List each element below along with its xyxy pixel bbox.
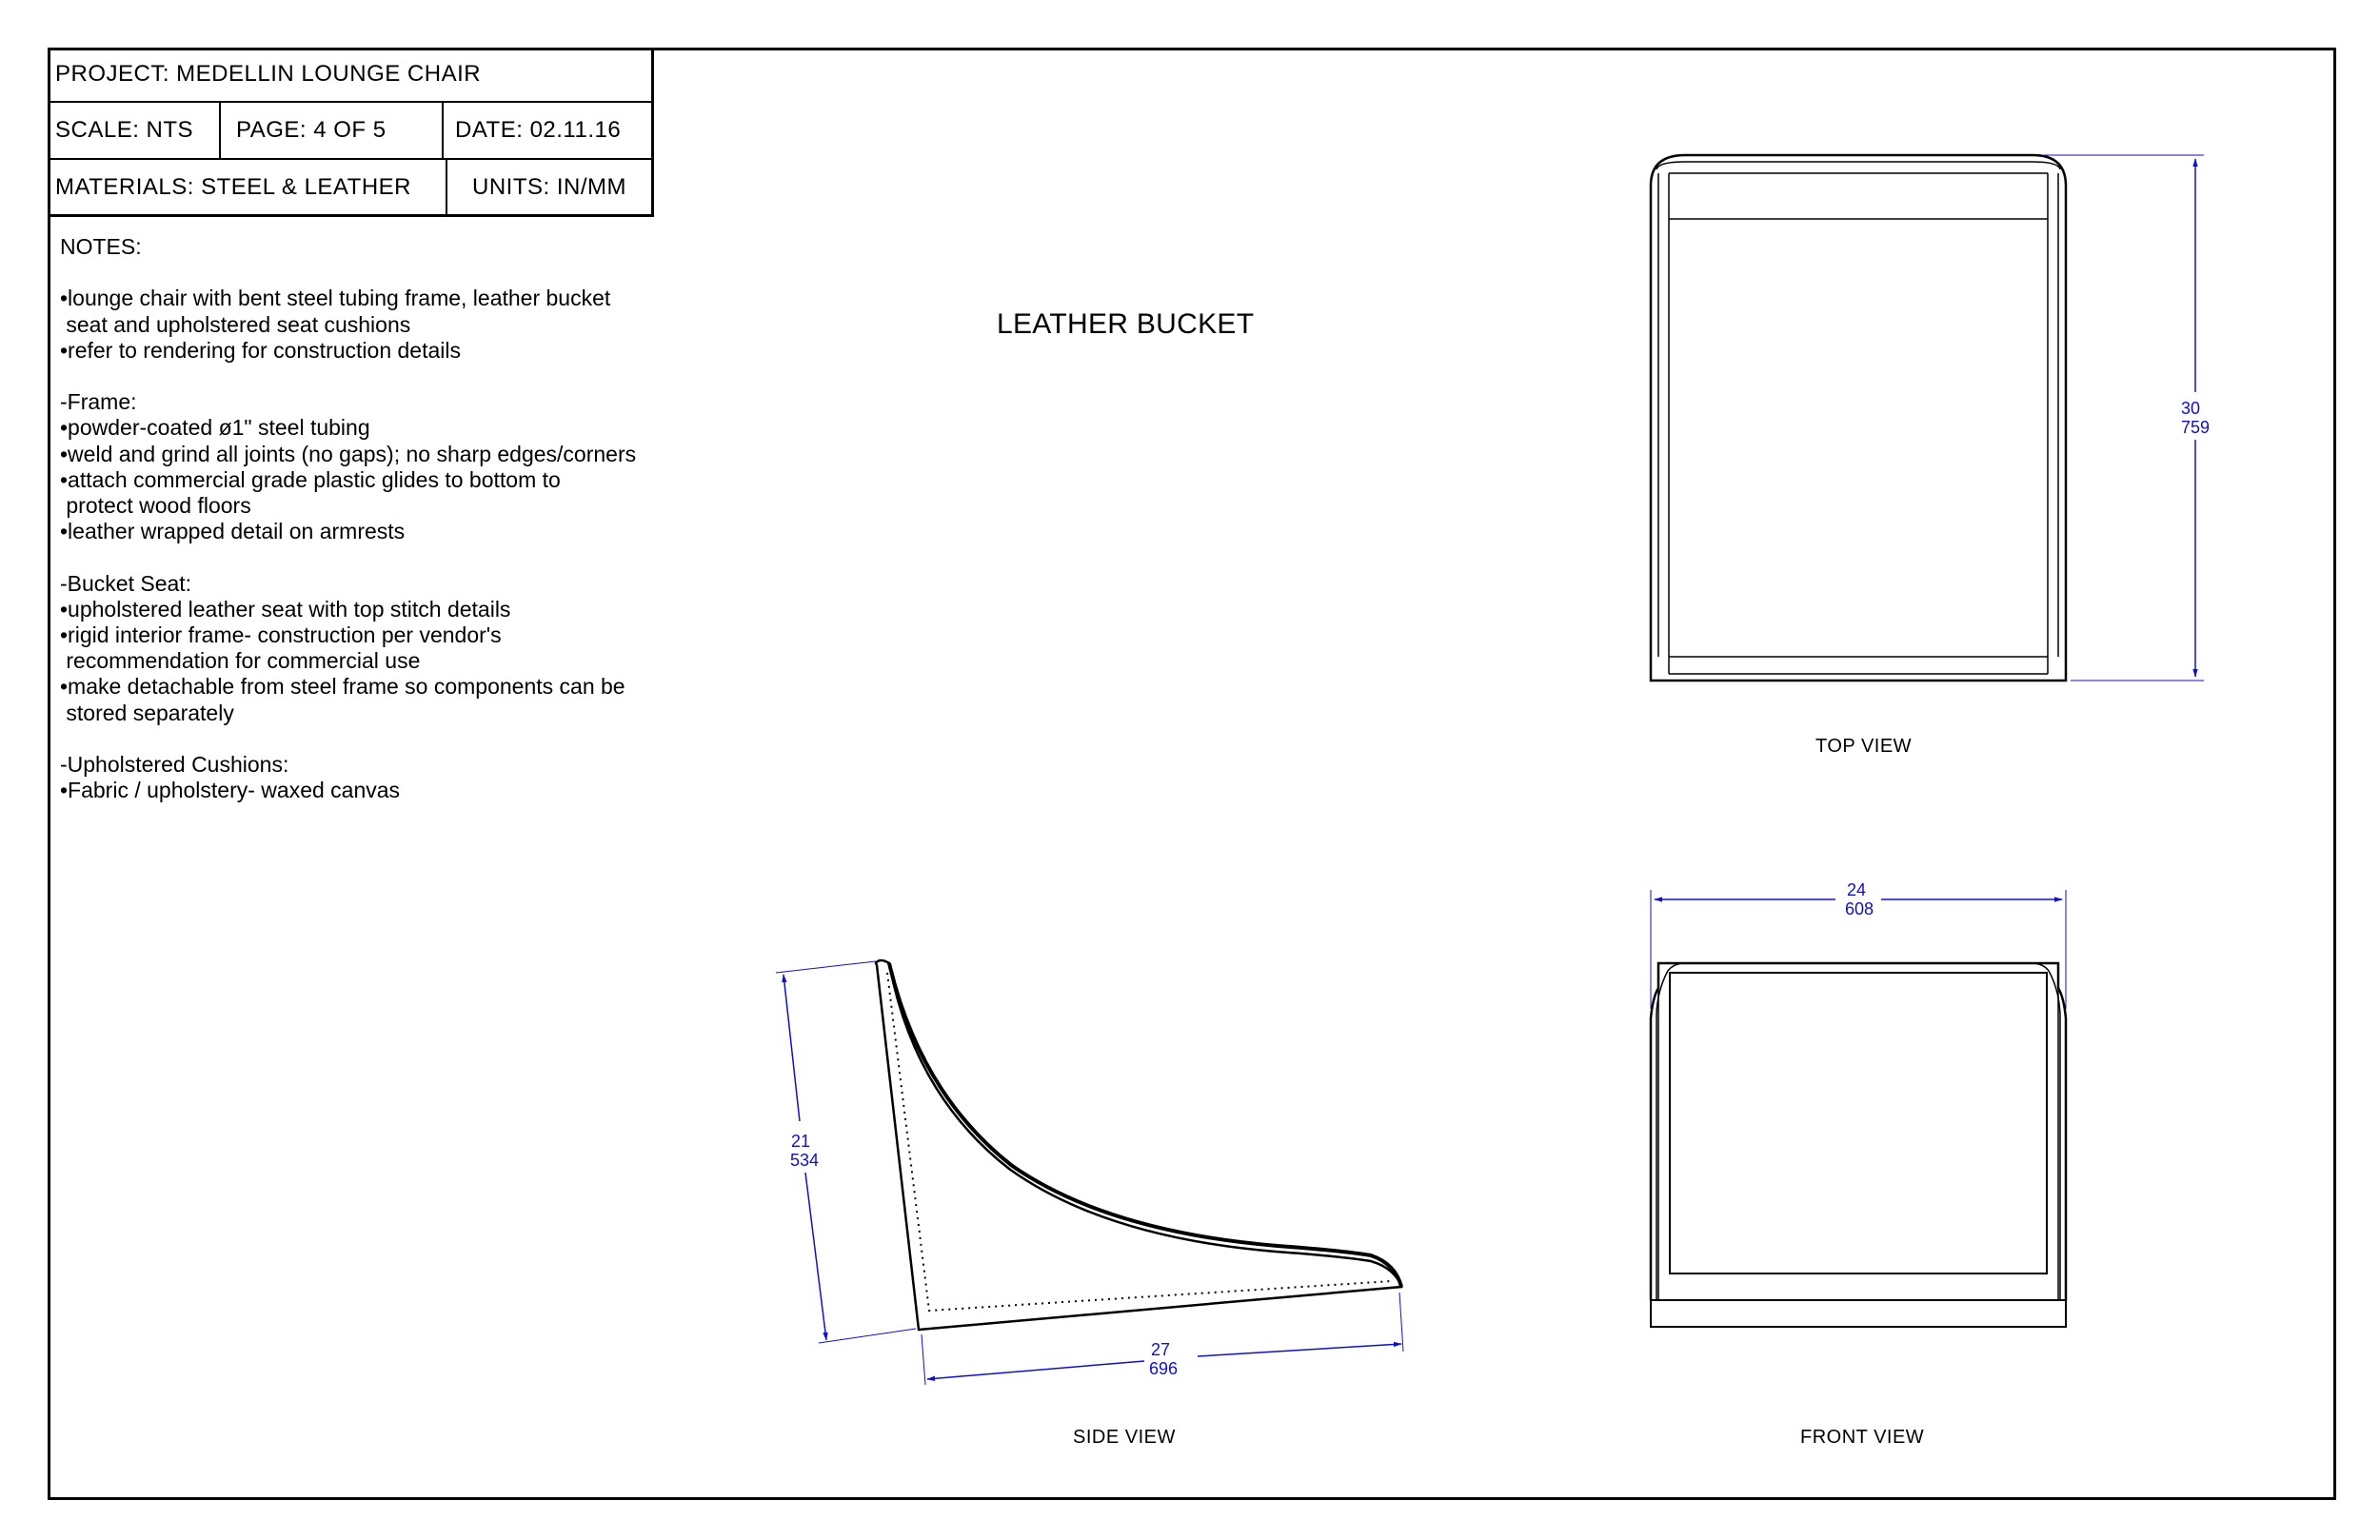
title-block-row-scale: SCALE: NTS PAGE: 4 OF 5 DATE: 02.11.16: [48, 103, 651, 160]
notes-section: NOTES: •lounge chair with bent steel tub…: [60, 234, 726, 803]
note-line: •attach commercial grade plastic glides …: [60, 466, 561, 492]
note-subheading-bucket: -Bucket Seat:: [60, 570, 192, 596]
page-field: PAGE: 4 OF 5: [236, 117, 387, 143]
top-depth-in: 30: [2181, 399, 2200, 418]
note-line: •leather wrapped detail on armrests: [60, 519, 406, 544]
top-view-label: TOP VIEW: [1815, 736, 1913, 757]
scale-field: SCALE: NTS: [55, 117, 194, 143]
dimension-line: [782, 974, 801, 1122]
side-length-in: 27: [1151, 1340, 1170, 1359]
side-view-seat-curve: [887, 962, 1403, 1288]
extension-line: [818, 1328, 917, 1344]
note-line: •powder-coated ø1" steel tubing: [60, 415, 370, 441]
front-view-drawing: [1649, 961, 2068, 1328]
top-view-rim: [1656, 161, 2061, 170]
date-field: DATE: 02.11.16: [455, 117, 622, 143]
title-block-row-project: PROJECT: MEDELLIN LOUNGE CHAIR: [48, 48, 651, 103]
title-block: PROJECT: MEDELLIN LOUNGE CHAIR SCALE: NT…: [48, 48, 654, 217]
title-block-row-materials: MATERIALS: STEEL & LEATHER UNITS: IN/MM: [48, 160, 651, 214]
front-view-label: FRONT VIEW: [1800, 1427, 1925, 1448]
side-length-mm: 696: [1149, 1359, 1178, 1378]
side-view-dimension: 21 534 27 696: [775, 960, 1404, 1386]
side-view-stitch-line: [886, 972, 1393, 1313]
units-field: UNITS: IN/MM: [472, 173, 626, 200]
dimension-line: [926, 1360, 1145, 1382]
notes-heading: NOTES:: [60, 234, 142, 259]
title-block-divider: [219, 103, 221, 158]
note-line: seat and upholstered seat cushions: [60, 311, 411, 337]
front-width-mm: 608: [1845, 899, 1874, 918]
side-height-in: 21: [791, 1132, 810, 1151]
title-block-divider: [446, 160, 447, 214]
note-line: protect wood floors: [60, 493, 251, 518]
front-view-outline: [1649, 961, 2068, 1300]
note-subheading-frame: -Frame:: [60, 389, 137, 415]
front-view-side-line: [1656, 962, 1686, 1300]
top-view-dimension: 30 759: [2042, 154, 2210, 681]
title-block-divider: [442, 103, 444, 158]
materials-field: MATERIALS: STEEL & LEATHER: [55, 173, 411, 200]
project-name: PROJECT: MEDELLIN LOUNGE CHAIR: [55, 61, 482, 87]
note-line: •rigid interior frame- construction per …: [60, 622, 502, 647]
top-depth-mm: 759: [2181, 418, 2210, 437]
side-view-outline: [874, 958, 1403, 1332]
note-line: •make detachable from steel frame so com…: [60, 674, 625, 700]
top-view-outline: [1649, 153, 2068, 682]
dimension-line: [804, 1172, 828, 1341]
side-height-mm: 534: [790, 1151, 819, 1170]
note-subheading-cushions: -Upholstered Cushions:: [60, 752, 289, 777]
side-view-label: SIDE VIEW: [1073, 1427, 1176, 1448]
note-line: •refer to rendering for construction det…: [60, 337, 461, 363]
sheet-border: [48, 48, 2336, 1500]
extension-line: [775, 960, 877, 974]
front-width-in: 24: [1847, 880, 1866, 899]
note-line: stored separately: [60, 700, 234, 725]
extension-line: [1398, 1292, 1404, 1352]
note-line: recommendation for commercial use: [60, 648, 421, 674]
note-line: •upholstered leather seat with top stitc…: [60, 596, 511, 622]
front-view-side-line: [2031, 962, 2061, 1300]
note-line: •Fabric / upholstery- waxed canvas: [60, 778, 401, 803]
extension-line: [921, 1333, 926, 1386]
front-view-base: [1650, 1299, 2067, 1328]
drawing-heading: LEATHER BUCKET: [997, 308, 1255, 340]
top-view-drawing: [1649, 153, 2068, 682]
front-view-dimension: 24 608: [1650, 880, 2067, 1009]
note-line: •weld and grind all joints (no gaps); no…: [60, 441, 637, 466]
note-line: •lounge chair with bent steel tubing fra…: [60, 286, 611, 311]
front-view-inner-panel: [1669, 972, 2048, 1274]
dimension-line: [1197, 1341, 1402, 1357]
side-view-drawing: [874, 958, 1403, 1332]
